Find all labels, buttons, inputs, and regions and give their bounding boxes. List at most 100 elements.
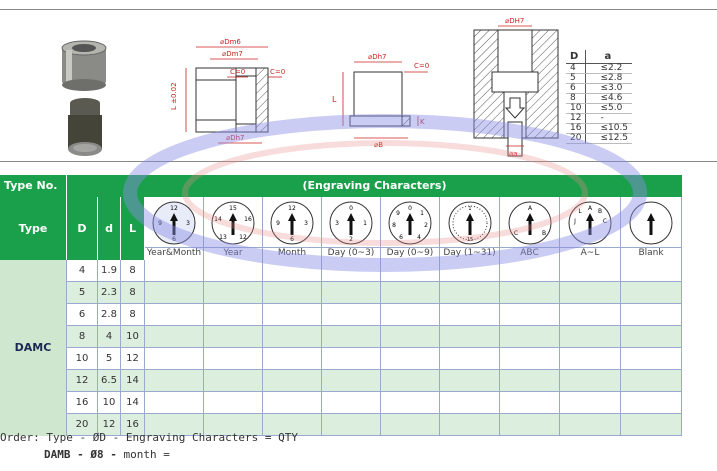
empty-engraving-cell	[621, 370, 682, 392]
dim-d: 4	[566, 63, 586, 74]
svg-text:1: 1	[363, 220, 367, 227]
empty-engraving-cell	[145, 414, 204, 436]
dim-a: ≤2.8	[585, 73, 633, 84]
cell-d: 10	[98, 392, 121, 414]
order-example-chars: month =	[123, 448, 170, 461]
cell-D: 16	[67, 392, 98, 414]
label-l-tol: L ±0.02	[170, 82, 178, 110]
svg-text:A: A	[588, 205, 593, 212]
svg-text:6: 6	[290, 236, 294, 243]
empty-engraving-cell	[500, 304, 560, 326]
empty-engraving-cell	[621, 260, 682, 282]
cell-D: 4	[67, 260, 98, 282]
label-ob-mid: ⌀B	[374, 141, 383, 149]
dim-row: 5≤2.8	[566, 73, 633, 84]
table-header-row1: Type No. (Engraving Characters)	[0, 175, 682, 197]
cell-L: 16	[121, 414, 145, 436]
empty-engraving-cell	[145, 260, 204, 282]
cell-L: 10	[121, 326, 145, 348]
svg-text:12: 12	[239, 234, 247, 241]
label-oa-right: ⌀a	[509, 150, 518, 158]
drawings-svg: ⌀Dm6 ⌀Dm7 C=0 C=0 ⌀Dh7 L ±0.02 ⌀Dh7 C=0 …	[61, 17, 559, 158]
cell-d: 1.9	[98, 260, 121, 282]
empty-engraving-cell	[500, 282, 560, 304]
dim-row: 6≤3.0	[566, 83, 633, 94]
dim-row: 10≤5.0	[566, 103, 633, 114]
empty-engraving-cell	[560, 392, 621, 414]
label-odm6: ⌀Dm6	[220, 38, 241, 46]
label-l-mid: L	[332, 95, 337, 104]
svg-text:14: 14	[214, 216, 222, 223]
order-example-dash2: -	[110, 448, 117, 461]
empty-engraving-cell	[204, 348, 263, 370]
empty-engraving-cell	[322, 370, 381, 392]
dim-a: ≤10.5	[585, 123, 633, 134]
empty-engraving-cell	[381, 260, 440, 282]
empty-engraving-cell	[204, 282, 263, 304]
empty-engraving-cell	[621, 326, 682, 348]
dim-row: 8≤4.6	[566, 93, 633, 104]
svg-text:9: 9	[158, 220, 162, 227]
empty-engraving-cell	[263, 304, 322, 326]
empty-engraving-cell	[440, 260, 500, 282]
svg-text:B: B	[541, 230, 545, 237]
empty-engraving-cell	[145, 348, 204, 370]
empty-engraving-cell	[621, 348, 682, 370]
empty-engraving-cell	[381, 326, 440, 348]
dim-d: 10	[566, 103, 586, 114]
dial-caption: Blank	[621, 247, 681, 259]
svg-text:B: B	[598, 208, 602, 215]
empty-engraving-cell	[204, 304, 263, 326]
empty-engraving-cell	[322, 326, 381, 348]
empty-engraving-cell	[263, 392, 322, 414]
dial-caption: Day (1~31)	[440, 247, 499, 259]
svg-text:6: 6	[172, 236, 176, 243]
empty-engraving-cell	[145, 326, 204, 348]
drawing-right	[473, 29, 559, 157]
empty-engraving-cell	[322, 348, 381, 370]
label-c0-b: C=0	[270, 68, 285, 76]
empty-engraving-cell	[560, 370, 621, 392]
dial-caption: Month	[263, 247, 321, 259]
empty-engraving-cell	[440, 392, 500, 414]
svg-text:0: 0	[408, 205, 412, 212]
cell-d: 6.5	[98, 370, 121, 392]
empty-engraving-cell	[560, 414, 621, 436]
svg-text:8: 8	[392, 222, 396, 229]
empty-engraving-cell	[263, 370, 322, 392]
drawing-middle	[349, 71, 411, 127]
cell-D: 10	[67, 348, 98, 370]
empty-engraving-cell	[440, 370, 500, 392]
empty-engraving-cell	[263, 414, 322, 436]
svg-text:12: 12	[288, 205, 296, 212]
order-example-type: DAMB	[44, 448, 71, 461]
dim-a: ≤3.0	[585, 83, 633, 94]
cell-d: 4	[98, 326, 121, 348]
empty-engraving-cell	[322, 304, 381, 326]
svg-text:16: 16	[244, 216, 252, 223]
cell-L: 14	[121, 370, 145, 392]
top-rule	[0, 9, 717, 10]
svg-text:2: 2	[349, 236, 353, 243]
empty-engraving-cell	[440, 304, 500, 326]
type-no-header: Type No.	[0, 175, 67, 197]
empty-engraving-cell	[500, 392, 560, 414]
svg-text:L: L	[578, 208, 582, 215]
empty-engraving-cell	[440, 414, 500, 436]
dial-caption: Day (0~3)	[322, 247, 380, 259]
dim-col-a: a	[585, 50, 633, 64]
empty-engraving-cell	[381, 348, 440, 370]
cell-D: 20	[67, 414, 98, 436]
dim-a: ≤4.6	[585, 93, 633, 104]
dial-caption: ABC	[500, 247, 559, 259]
product-photo	[61, 40, 107, 156]
day-1-31-dial-icon: 115	[448, 201, 491, 245]
